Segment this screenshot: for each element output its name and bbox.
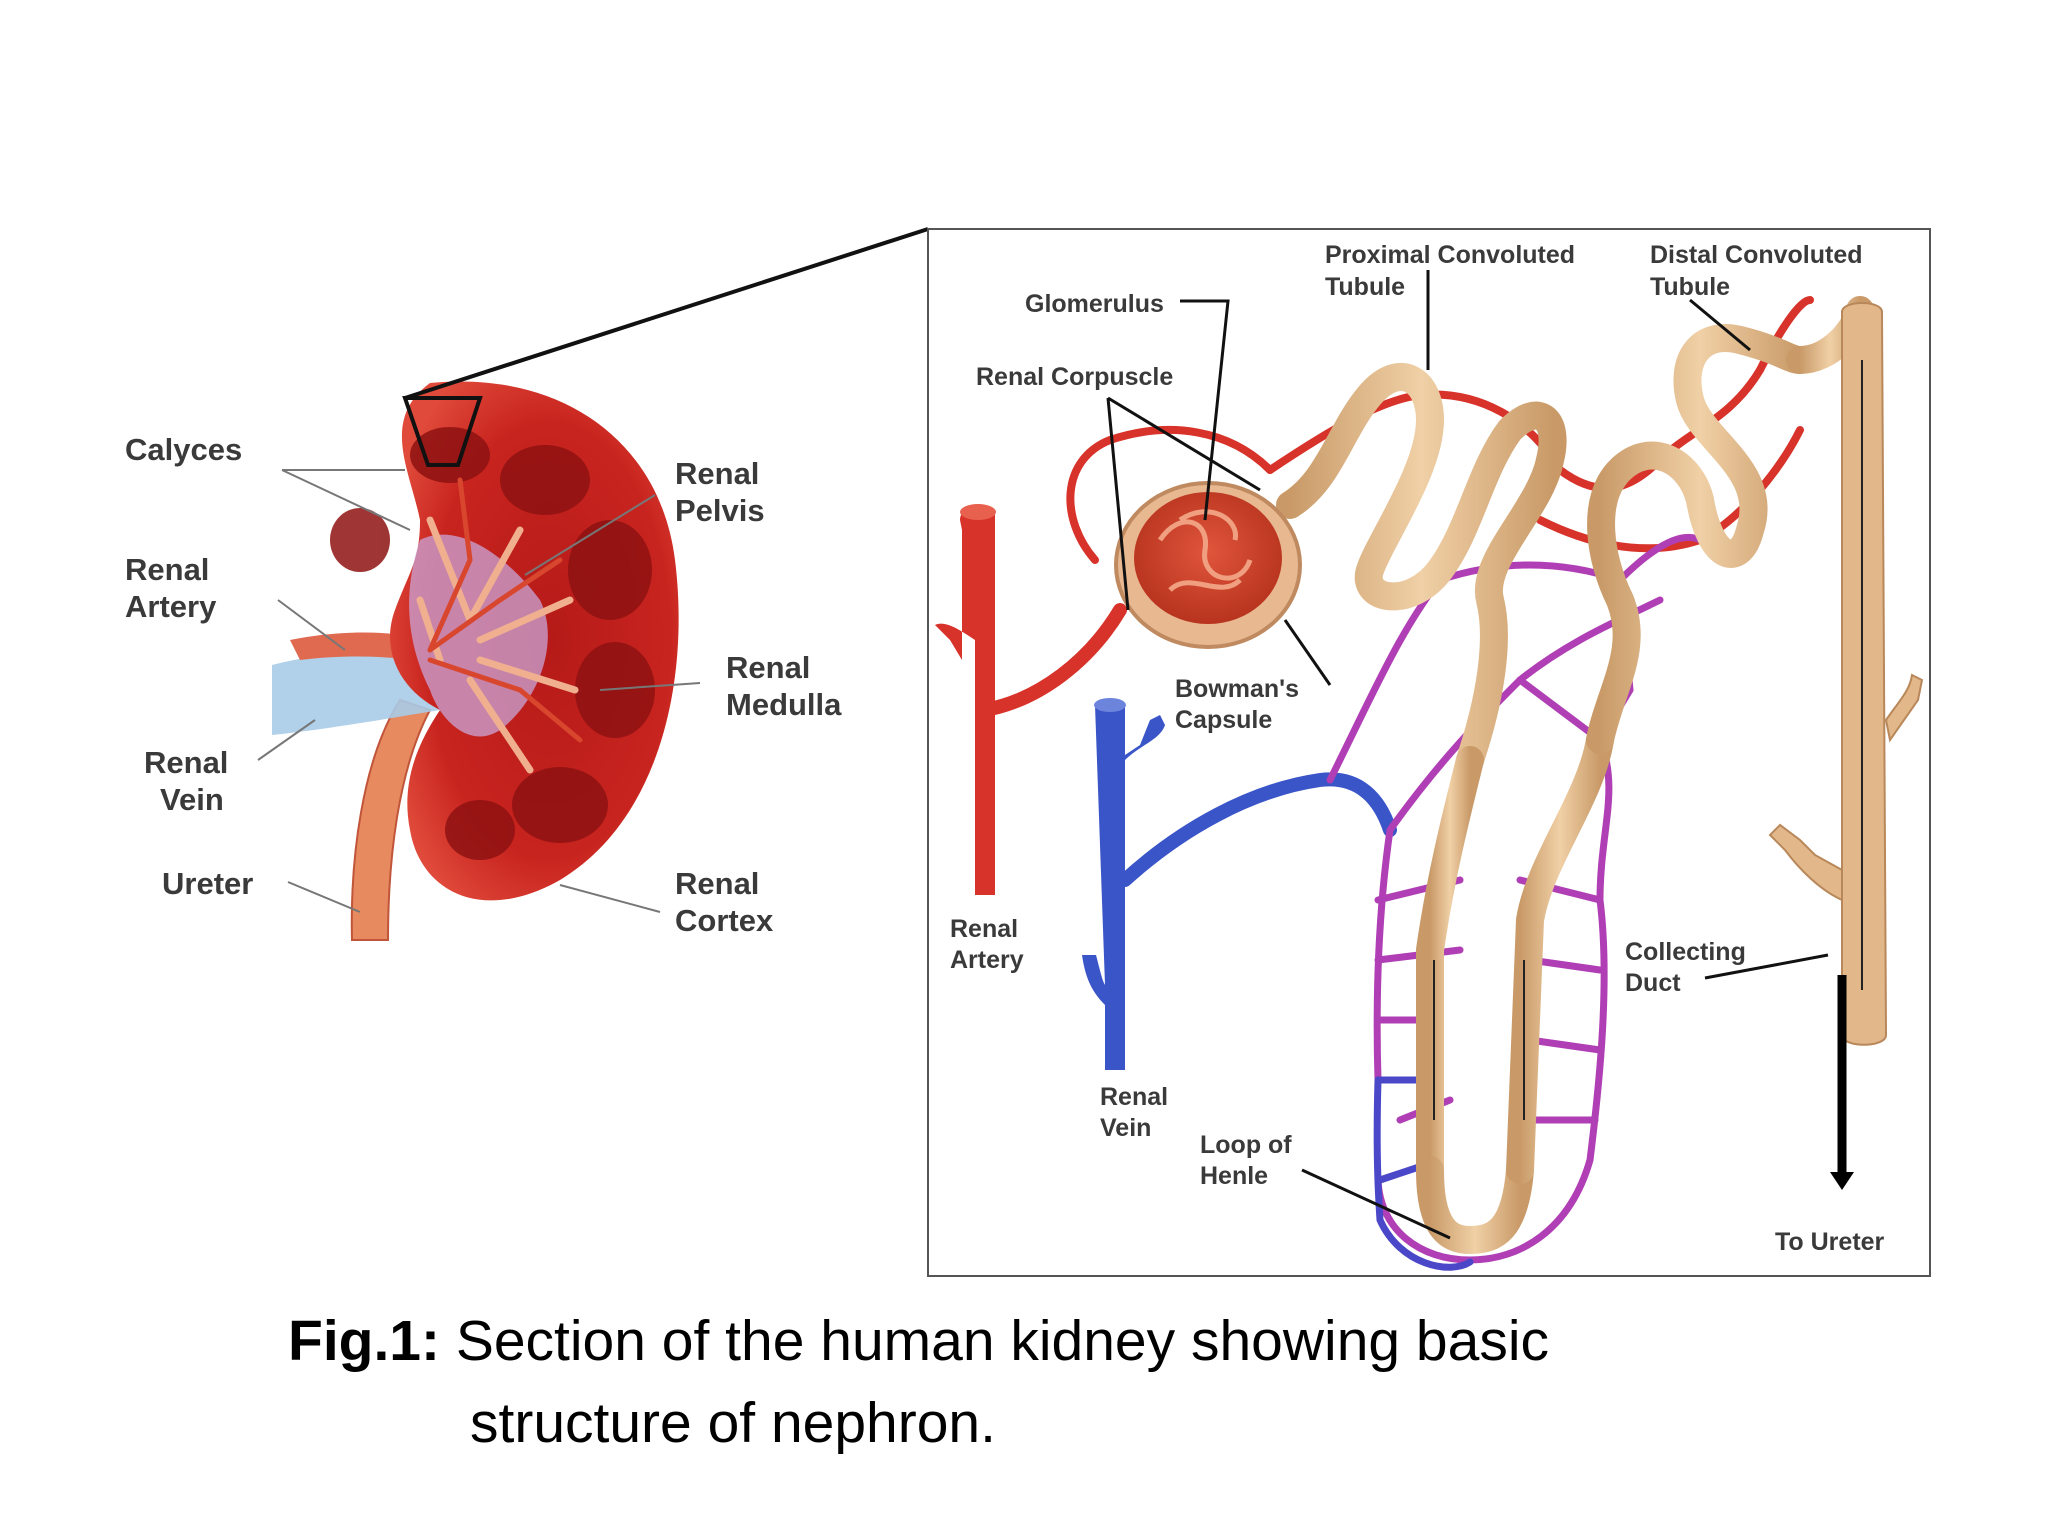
label-loop-of-henle-line1: Loop of: [1200, 1131, 1292, 1159]
label-renal-pelvis-line1: Renal: [675, 456, 759, 491]
nephron-detail: Glomerulus Renal Corpuscle Proximal Conv…: [927, 228, 1931, 1277]
vein-branch: [1118, 772, 1397, 887]
label-pct-line1: Proximal Convoluted: [1325, 241, 1575, 269]
renal-medulla-pyramids: [330, 427, 655, 860]
label-renal-cortex-line2: Cortex: [675, 903, 774, 938]
flow-arrows: [1433, 360, 1863, 1120]
nephron-leader-lines: [1106, 270, 1829, 1240]
zoom-line: [404, 227, 929, 400]
label-renal-artery-line1: Renal: [125, 552, 209, 587]
label-renal-cortex-line1: Renal: [675, 866, 759, 901]
label-renal-corpuscle: Renal Corpuscle: [976, 363, 1173, 391]
collecting-duct: [1768, 302, 1924, 1046]
caption-text-line1: Section of the human kidney showing basi…: [440, 1309, 1549, 1373]
label-nephron-renal-artery-line1: Renal: [950, 915, 1018, 943]
label-nephron-renal-vein-line2: Vein: [1100, 1114, 1151, 1142]
caption-line1: Fig.1: Section of the human kidney showi…: [288, 1309, 1549, 1373]
figure-caption: Fig.1: Section of the human kidney showi…: [288, 1309, 1549, 1455]
nephron-renal-vein: [1082, 698, 1165, 1070]
renal-corpuscle: [1114, 481, 1302, 649]
renal-tubule: [1276, 296, 1874, 1254]
renal-vein-vessel: [272, 653, 440, 735]
label-renal-vein-line2: Vein: [160, 782, 224, 817]
label-dct-line1: Distal Convoluted: [1650, 241, 1863, 269]
label-to-ureter: To Ureter: [1775, 1228, 1885, 1256]
label-pct-line2: Tubule: [1325, 273, 1405, 301]
label-renal-vein-line1: Renal: [144, 745, 228, 780]
label-dct-line2: Tubule: [1650, 273, 1730, 301]
calyces-branches: [416, 516, 579, 774]
label-renal-medulla-line1: Renal: [726, 650, 810, 685]
label-calyces: Calyces: [125, 432, 242, 467]
label-renal-artery-line2: Artery: [125, 589, 217, 624]
section-marker: [402, 396, 483, 467]
caption-line2: structure of nephron.: [470, 1391, 996, 1455]
label-bowmans-line2: Capsule: [1175, 706, 1272, 734]
afferent-arteriole: [978, 603, 1127, 717]
kidney-leader-lines: [257, 469, 701, 913]
renal-vessel-branches: [427, 477, 583, 743]
label-ureter: Ureter: [162, 866, 253, 901]
label-collecting-duct-line1: Collecting: [1625, 938, 1746, 966]
label-renal-pelvis-line2: Pelvis: [675, 493, 765, 528]
label-loop-of-henle-line2: Henle: [1200, 1162, 1268, 1190]
to-ureter-arrow: [1830, 975, 1854, 1190]
label-collecting-duct-line2: Duct: [1625, 969, 1681, 997]
caption-prefix: Fig.1:: [288, 1309, 440, 1373]
label-nephron-renal-artery-line2: Artery: [950, 946, 1024, 974]
nephron-renal-artery: [935, 504, 996, 895]
label-glomerulus: Glomerulus: [1025, 290, 1164, 318]
kidney-section: Calyces Renal Artery Renal Vein Ureter R…: [125, 227, 929, 941]
label-nephron-renal-vein-line1: Renal: [1100, 1083, 1168, 1111]
label-bowmans-line1: Bowman's: [1175, 675, 1299, 703]
label-renal-medulla-line2: Medulla: [726, 687, 842, 722]
